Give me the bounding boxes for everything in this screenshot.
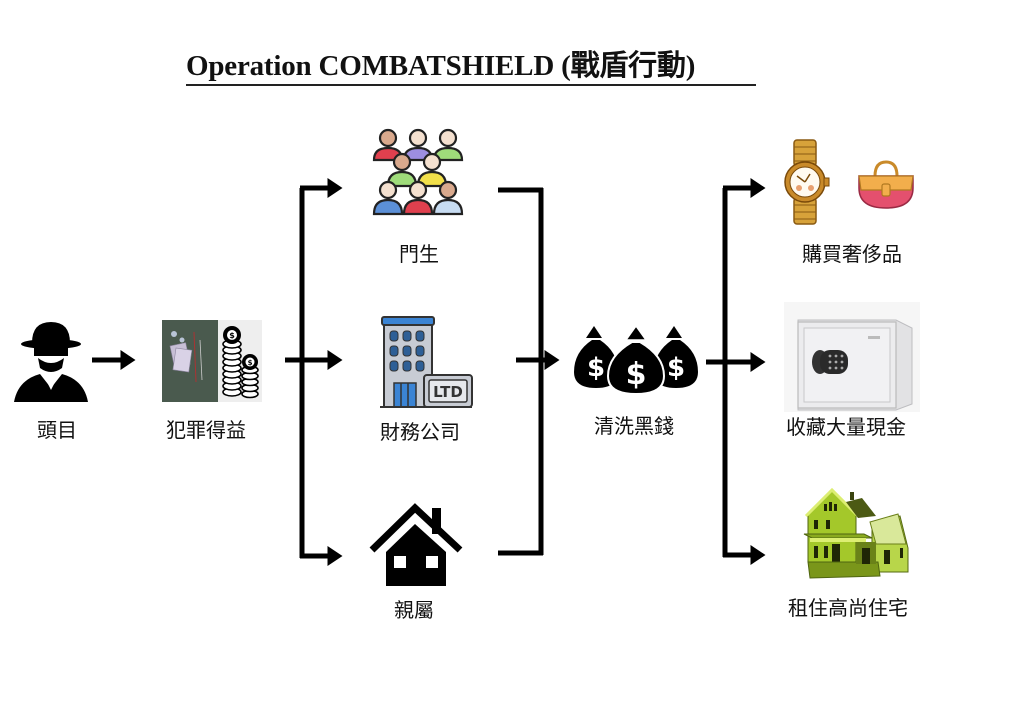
node-label-proceeds: 犯罪得益 — [166, 418, 246, 442]
office-building-ltd-icon: LTD — [380, 316, 473, 408]
gambling-chips-icon: $ $ — [162, 320, 262, 402]
money-bags-icon: $ $ $ — [574, 324, 698, 394]
luxury-house-icon — [803, 488, 909, 579]
watch-icon — [784, 139, 830, 225]
handbag-icon — [858, 160, 914, 209]
svg-text:$: $ — [248, 359, 253, 367]
ltd-badge-text: LTD — [433, 383, 463, 401]
node-label-finance-company: 財務公司 — [380, 420, 460, 444]
node-label-laundering: 清洗黑錢 — [594, 414, 674, 438]
node-label-disciples: 門生 — [399, 242, 439, 266]
node-label-boss: 頭目 — [37, 418, 77, 442]
svg-text:$: $ — [667, 353, 685, 383]
node-label-residence: 租住高尚住宅 — [788, 596, 908, 620]
masked-criminal-icon — [14, 322, 88, 402]
node-label-relatives: 親屬 — [394, 598, 434, 622]
svg-text:$: $ — [229, 331, 235, 340]
safe-icon — [784, 302, 920, 412]
node-label-cash: 收藏大量現金 — [786, 415, 906, 439]
group-of-people-icon — [372, 128, 464, 216]
diagram-title: Operation COMBATSHIELD (戰盾行動) — [186, 48, 756, 86]
house-icon — [369, 503, 463, 586]
svg-text:$: $ — [626, 357, 647, 392]
node-label-luxury: 購買奢侈品 — [802, 242, 902, 266]
svg-text:$: $ — [587, 353, 605, 383]
